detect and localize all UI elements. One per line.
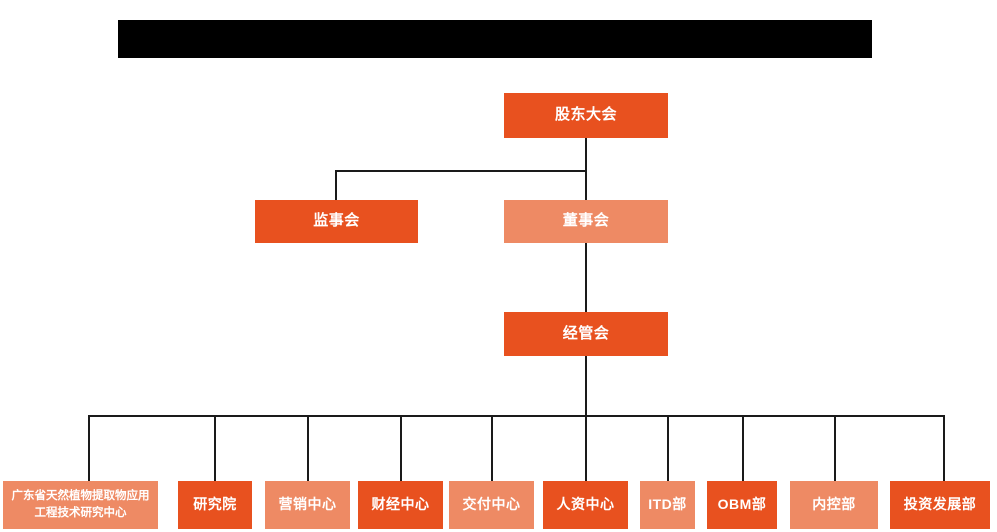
node-department-research-institute[interactable]: 研究院: [178, 481, 252, 529]
node-department-itd[interactable]: ITD部: [640, 481, 695, 529]
node-board-of-directors-label: 董事会: [562, 212, 610, 230]
connector-shareholders-down: [585, 138, 587, 172]
node-department-marketing-center-label: 营销中心: [278, 496, 337, 513]
node-management-committee[interactable]: 经管会: [504, 312, 668, 356]
node-management-committee-label: 经管会: [562, 324, 610, 342]
node-department-hr-center-label: 人资中心: [556, 496, 615, 513]
node-department-finance-center-label: 财经中心: [371, 496, 430, 513]
node-department-finance-center[interactable]: 财经中心: [358, 481, 443, 529]
connector-department-drop-2: [214, 415, 216, 481]
connector-department-drop-9: [834, 415, 836, 481]
connector-department-drop-4: [400, 415, 402, 481]
node-department-obm-label: OBM部: [717, 496, 767, 513]
connector-department-drop-7: [667, 415, 669, 481]
node-department-delivery-center-label: 交付中心: [462, 496, 521, 513]
connector-department-drop-8: [742, 415, 744, 481]
node-board-of-supervisors-label: 监事会: [313, 212, 360, 230]
connector-departments-bus: [88, 415, 945, 417]
node-department-obm[interactable]: OBM部: [707, 481, 777, 529]
node-department-research-institute-label: 研究院: [193, 496, 237, 513]
node-department-guangdong-research-center[interactable]: 广东省天然植物提取物应用工程技术研究中心: [3, 481, 158, 529]
connector-department-drop-3: [307, 415, 309, 481]
connector-department-drop-5: [491, 415, 493, 481]
node-department-internal-control[interactable]: 内控部: [790, 481, 878, 529]
node-department-investment-development[interactable]: 投资发展部: [890, 481, 990, 529]
node-department-itd-label: ITD部: [648, 496, 687, 513]
node-board-of-directors[interactable]: 董事会: [504, 200, 668, 243]
connector-level2-bus: [336, 170, 587, 172]
node-department-guangdong-research-center-label: 广东省天然植物提取物应用工程技术研究中心: [11, 490, 150, 519]
connector-management-down: [585, 356, 587, 416]
connector-directors-to-management: [585, 242, 587, 312]
connector-department-drop-10: [943, 415, 945, 481]
connector-supervisors-down: [335, 170, 337, 201]
node-board-of-supervisors[interactable]: 监事会: [255, 200, 418, 243]
node-department-investment-development-label: 投资发展部: [903, 496, 977, 513]
node-department-marketing-center[interactable]: 营销中心: [265, 481, 350, 529]
connector-department-drop-1: [88, 415, 90, 481]
node-department-hr-center[interactable]: 人资中心: [543, 481, 628, 529]
node-shareholders-meeting[interactable]: 股东大会: [504, 93, 668, 138]
node-department-delivery-center[interactable]: 交付中心: [449, 481, 534, 529]
redacted-title-bar: [118, 20, 872, 58]
connector-directors-down: [585, 170, 587, 201]
node-department-internal-control-label: 内控部: [812, 496, 856, 513]
connector-department-drop-6: [585, 415, 587, 481]
node-shareholders-meeting-label: 股东大会: [554, 106, 617, 124]
